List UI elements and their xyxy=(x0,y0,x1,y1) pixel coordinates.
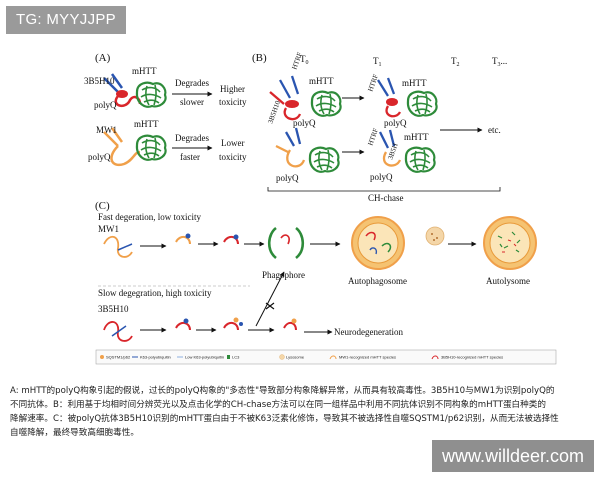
t1-polyq-label: polyQ xyxy=(384,118,407,128)
legend-item-2: Low K63-polyubiquitin xyxy=(185,355,224,360)
time-t3: T3... xyxy=(492,56,507,68)
panel-c-label: (C) xyxy=(95,200,110,212)
slow-title: Slow degegration, high toxicity xyxy=(98,288,212,298)
panel-a-bottom-protein: mHTT xyxy=(134,119,159,129)
caption-line-1: A: mHTT的polyQ构象引起的假说，过长的polyQ构象的"多态性"导致部… xyxy=(10,386,555,396)
slow-pathway xyxy=(103,271,333,342)
lysosome-shape xyxy=(425,226,445,246)
panel-a-bottom-polyq: polyQ xyxy=(88,152,111,162)
panel-a-top-antibody: 3B5H10 xyxy=(84,76,115,86)
panel-a-top-protein: mHTT xyxy=(132,66,157,76)
panel-a-bottom-result-2: toxicity xyxy=(219,152,247,162)
panel-a-top-result-2: toxicity xyxy=(219,97,247,107)
ch-chase-label: CH-chase xyxy=(368,193,404,203)
panel-a-bottom-construct xyxy=(103,127,167,167)
phagophore-label: Phagophore xyxy=(262,270,305,280)
panel-b-t0-constructs xyxy=(269,75,342,173)
fast-antibody: MW1 xyxy=(98,224,119,234)
legend-item-5: MW1-recognized mHTT species xyxy=(339,355,396,360)
caption-line-3: 降解速率。C：被polyQ抗体3B5H10识别的mHTT蛋白由于不被K63泛素化… xyxy=(10,414,559,424)
top-watermark: TG: MYYJJPP xyxy=(6,6,126,34)
legend-item-4: Lysosome xyxy=(286,355,305,360)
t1-htrf-label-2: HTRF xyxy=(366,127,380,147)
panel-a-top-polyq: polyQ xyxy=(94,100,117,110)
mhtt-protein-icon xyxy=(135,81,167,108)
legend-box xyxy=(95,349,557,365)
panel-a-top-construct xyxy=(103,73,167,108)
bottom-watermark: www.willdeer.com xyxy=(431,440,594,472)
neurodegeneration-label: Neurodegeneration xyxy=(334,327,403,337)
slow-antibody: 3B5H10 xyxy=(98,304,129,314)
t0-antibody-label: 3B5H10 xyxy=(266,99,282,124)
panel-b-label: (B) xyxy=(252,52,267,64)
chase-bracket xyxy=(267,187,501,192)
time-t0: T0 xyxy=(300,54,309,66)
legend: SQSTM1/p62 K63-polyubiquitin Low K63-pol… xyxy=(100,354,503,360)
t0-polyq-label: polyQ xyxy=(293,118,316,128)
time-t1: T1 xyxy=(373,56,382,68)
figure-caption: A: mHTT的polyQ构象引起的假说，过长的polyQ构象的"多态性"导致部… xyxy=(10,384,592,440)
phagophore-shape xyxy=(267,226,277,260)
blocked-x-icon xyxy=(265,302,275,310)
panel-a-bottom-arrow-label-2: faster xyxy=(180,152,200,162)
caption-line-2: 不同抗体。B：利用基于均相时间分辨荧光以及点击化学的CH-chase方法可以在同… xyxy=(10,400,546,410)
panel-a-top-result-1: Higher xyxy=(220,84,245,94)
autophagosome-label: Autophagosome xyxy=(348,276,407,286)
legend-item-3: LC3 xyxy=(232,355,240,360)
legend-item-6: 3B5H10-recognized mHTT species xyxy=(441,355,503,360)
fast-title: Fast degeration, low toxicity xyxy=(98,212,201,222)
etc-label: etc. xyxy=(488,125,501,135)
panel-a-top-arrow-label-1: Degrades xyxy=(175,78,209,88)
panel-a-top-arrow-label-2: slower xyxy=(180,97,204,107)
time-t2: T2 xyxy=(451,56,460,68)
t0-polyq-label-2: polyQ xyxy=(276,173,299,183)
panel-b-t1-constructs xyxy=(377,77,438,173)
fast-pathway xyxy=(103,216,537,270)
panel-a-bottom-antibody: MW1 xyxy=(96,125,117,135)
t0-mhtt-label: mHTT xyxy=(309,76,334,86)
t1-mhtt-label: mHTT xyxy=(402,78,427,88)
blocked-arrow xyxy=(255,271,285,327)
panel-a-bottom-result-1: Lower xyxy=(221,138,245,148)
legend-item-1: K63-polyubiquitin xyxy=(140,355,171,360)
t1-htrf-label: HTRF xyxy=(366,73,380,93)
autolysome-label: Autolysome xyxy=(486,276,530,286)
legend-item-0: SQSTM1/p62 xyxy=(106,355,131,360)
panel-a-bottom-arrow-label-1: Degrades xyxy=(175,133,209,143)
t1-antibody-label: 3B5H xyxy=(386,142,399,160)
panel-a-label: (A) xyxy=(95,52,111,64)
caption-line-4: 自噬降解，最终导致高细胞毒性。 xyxy=(10,428,139,438)
t1-polyq-label-2: polyQ xyxy=(370,172,393,182)
t1-mhtt-label-2: mHTT xyxy=(404,132,429,142)
